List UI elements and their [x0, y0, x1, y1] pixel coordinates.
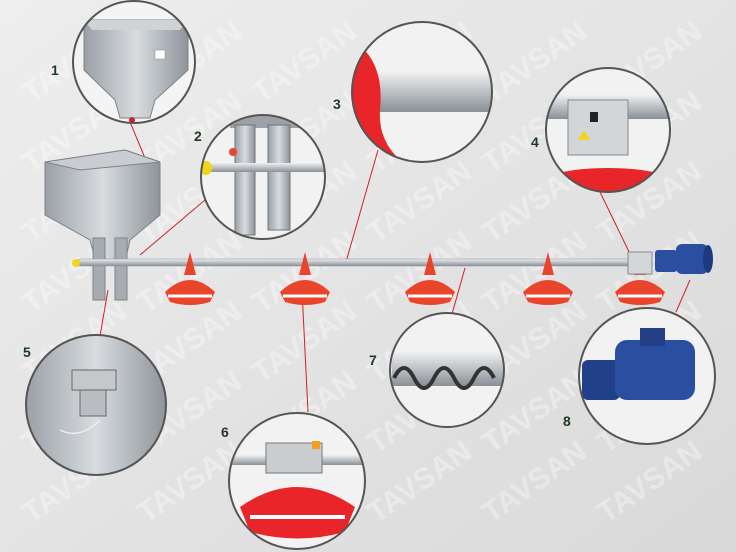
auger-tube: [72, 258, 639, 267]
detail-2-outlet: [200, 114, 326, 240]
detail-4-sensor-box: [545, 67, 671, 193]
drive-unit: [627, 244, 713, 275]
hopper: [44, 149, 161, 301]
label-5: 5: [23, 344, 31, 360]
detail-6-feeder-pan: [228, 412, 366, 550]
detail-7-auger-spiral: [389, 312, 505, 428]
feeder-pans: [165, 252, 665, 305]
detail-3-tube-connection: [351, 21, 493, 163]
feeder-pan: [165, 252, 215, 305]
label-1: 1: [51, 62, 59, 78]
detail-8-motor: [578, 307, 716, 445]
leader-lines: [99, 121, 691, 413]
detail-1-hopper: [72, 0, 196, 124]
label-8: 8: [563, 413, 571, 429]
feeder-pan: [280, 252, 330, 305]
label-6: 6: [221, 424, 229, 440]
label-3: 3: [333, 96, 341, 112]
label-4: 4: [531, 134, 539, 150]
label-7: 7: [369, 352, 377, 368]
feeder-pan: [523, 252, 573, 305]
label-2: 2: [194, 128, 202, 144]
feeder-pan: [405, 252, 455, 305]
detail-5-latch: [25, 334, 167, 476]
